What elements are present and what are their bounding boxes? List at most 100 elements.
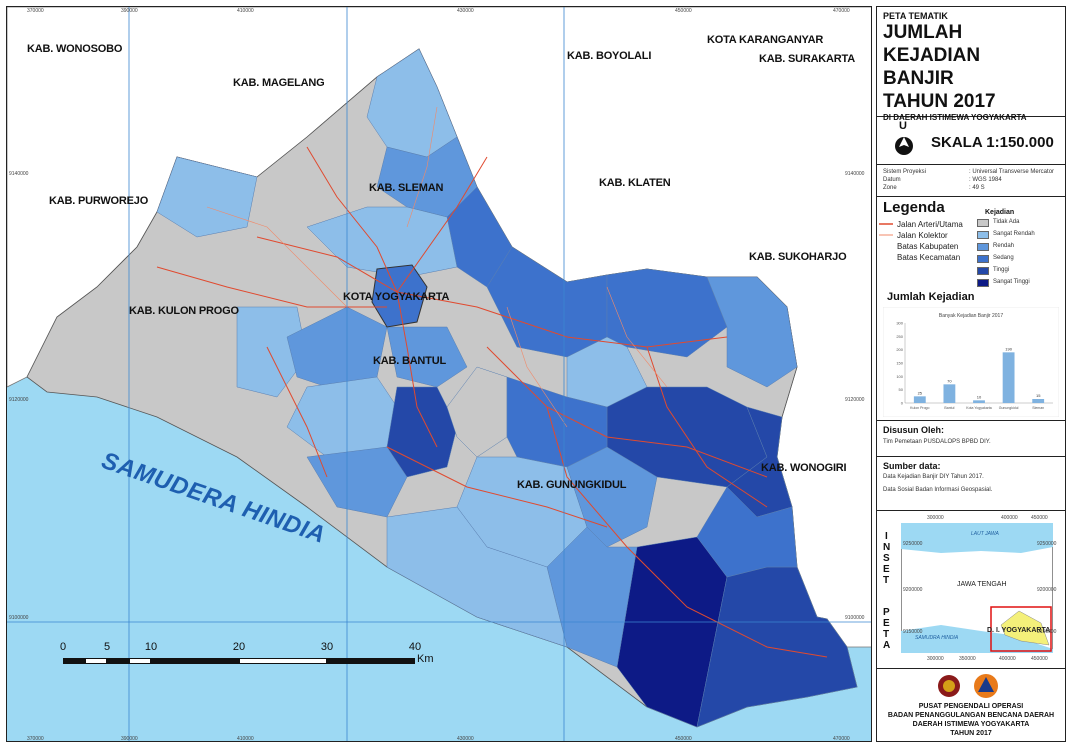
inset-tick-bottom-1: 350000 [959,656,976,662]
chart-data-label-0: 25 [918,390,923,395]
scale-num-10: 10 [144,641,158,653]
swatch-rendah [977,243,989,251]
region-kulonprogo-a [236,306,308,398]
chart-data-label-3: 190 [1005,346,1012,351]
inset-tick-right-1: 9200000 [1037,587,1057,593]
tick-right-2: 9100000 [845,615,865,621]
region-gk-e2 [696,486,798,578]
label-kab-surakarta: KAB. SURAKARTA [759,53,855,65]
sumber-title: Sumber data: [883,461,941,471]
region-kota-yogyakarta [371,264,428,328]
label-kab-kulon-progo: KAB. KULON PROGO [129,305,239,317]
inset-letter-2: S [883,553,890,564]
inset-letter-4: T [883,575,890,586]
inset-jawa-tengah: JAWA TENGAH [957,581,1007,588]
inset-letter-7: E [883,618,890,629]
tick-bottom-3: 430000 [457,736,474,742]
legend-box: Legenda Jalan Arteri/Utama Jalan Kolekto… [877,197,1065,421]
tick-bottom-0: 370000 [27,736,44,742]
inset-sea-north [901,523,1053,553]
inset-highlight-box [990,606,1052,652]
inset-diy-label: D. I. YOGYAKARTA [987,627,1051,634]
tick-bottom-1: 390000 [121,736,138,742]
tick-top-2: 410000 [237,8,254,14]
inset-letter-0: I [885,531,888,542]
inset-letter-6: P [883,607,890,618]
region-gk-s [546,526,638,668]
label-kota-yogyakarta: KOTA YOGYAKARTA [343,291,450,303]
swatch-tidak-ada [977,219,989,227]
thematic-map[interactable] [7,7,872,742]
footer-line-4: TAHUN 2017 [950,730,992,737]
tick-left-0: 9140000 [9,171,29,177]
collector-roads [206,106,668,428]
label-kab-bantul: KAB. BANTUL [373,355,446,367]
chart-ytick-6: 300 [896,321,903,326]
north-arrow-icon [895,137,913,155]
region-bantul-a [386,326,468,388]
chart-ytick-5: 250 [896,334,903,339]
scale-num-5: 5 [103,641,111,653]
label-kab-wonogiri: KAB. WONOGIRI [761,462,847,474]
region-sleman-west [156,156,258,238]
title-line-2: BANJIR [883,68,954,89]
inset-map[interactable] [901,523,1053,653]
scale-bar: 0 5 10 20 30 40 Km [59,641,443,671]
chart-ytick-1: 50 [899,387,904,392]
swatch-label-3: Sedang [993,255,1014,261]
projection-row-0: Sistem Proyeksi : Universal Transverse M… [883,169,1055,175]
scale-box: U SKALA 1:150.000 [877,117,1065,165]
scale-unit: Km [417,653,434,665]
chart-bar-4 [1032,399,1045,403]
label-kab-sukoharjo: KAB. SUKOHARJO [749,251,847,263]
chart-category-4: Sleman [1032,406,1044,410]
tick-bottom-5: 470000 [833,736,850,742]
projection-box: Sistem Proyeksi : Universal Transverse M… [877,165,1065,197]
chart-ytick-0: 0 [901,401,904,406]
label-kota-karanganyar: KOTA KARANGANYAR [707,34,824,46]
source-box: Sumber data: Data Kejadian Banjir DIY Ta… [877,457,1065,511]
chart-bar-2 [973,400,985,403]
north-letter: U [899,120,907,132]
swatch-sedang [977,255,989,263]
chart-bar-0 [913,396,926,403]
inset-tick-bottom-2: 400000 [999,656,1016,662]
map-frame[interactable]: KAB. WONOSOBO KAB. MAGELANG KAB. BOYOLAL… [6,6,872,742]
chart-category-3: Gunungkidul [999,406,1019,410]
disusun-title: Disusun Oleh: [883,425,945,435]
tick-top-5: 470000 [833,8,850,14]
scale-seg-4 [129,658,151,664]
chart-ytick-2: 100 [896,374,903,379]
chart-title: Banyak Kejadian Banjir 2017 [939,313,1003,319]
swatch-label-2: Rendah [993,243,1015,249]
scale-seg-6 [239,658,327,664]
legend-title: Legenda [883,199,945,216]
tick-right-0: 9140000 [845,171,865,177]
tick-top-1: 390000 [121,8,138,14]
projection-row-2: Zone : 49 S [883,185,985,191]
tick-top-3: 430000 [457,8,474,14]
chart-category-2: Kota Yogyakarta [966,406,992,410]
inset-samudra: SAMUDRA HINDIA [915,635,959,641]
inset-diy [1000,610,1050,646]
scale-seg-5 [151,658,239,664]
region-gk-ne2 [706,276,798,388]
label-kab-magelang: KAB. MAGELANG [233,77,325,89]
bpbd-logo-icon [974,674,998,698]
inset-letter-9: A [883,640,891,651]
chart-category-0: Kulon Progo [910,406,929,410]
region-bantul-south [306,446,408,518]
inset-tick-right-0: 9250000 [1037,541,1057,547]
label-kab-klaten: KAB. KLATEN [599,177,671,189]
footer-box: PUSAT PENGENDALI OPERASI BADAN PENANGGUL… [877,669,1065,741]
scale-seg-3 [107,658,129,664]
chart-data-label-2: 10 [977,394,982,399]
scale-num-30: 30 [320,641,334,653]
tick-bottom-2: 410000 [237,736,254,742]
inset-sea-south [901,625,1053,653]
chart-section-title: Jumlah Kejadian [887,291,975,303]
chart-data-label-1: 70 [947,378,952,383]
region-gk-light-c [386,506,568,648]
label-kab-wonosobo: KAB. WONOSOBO [27,43,123,55]
scale-num-0: 0 [59,641,67,653]
